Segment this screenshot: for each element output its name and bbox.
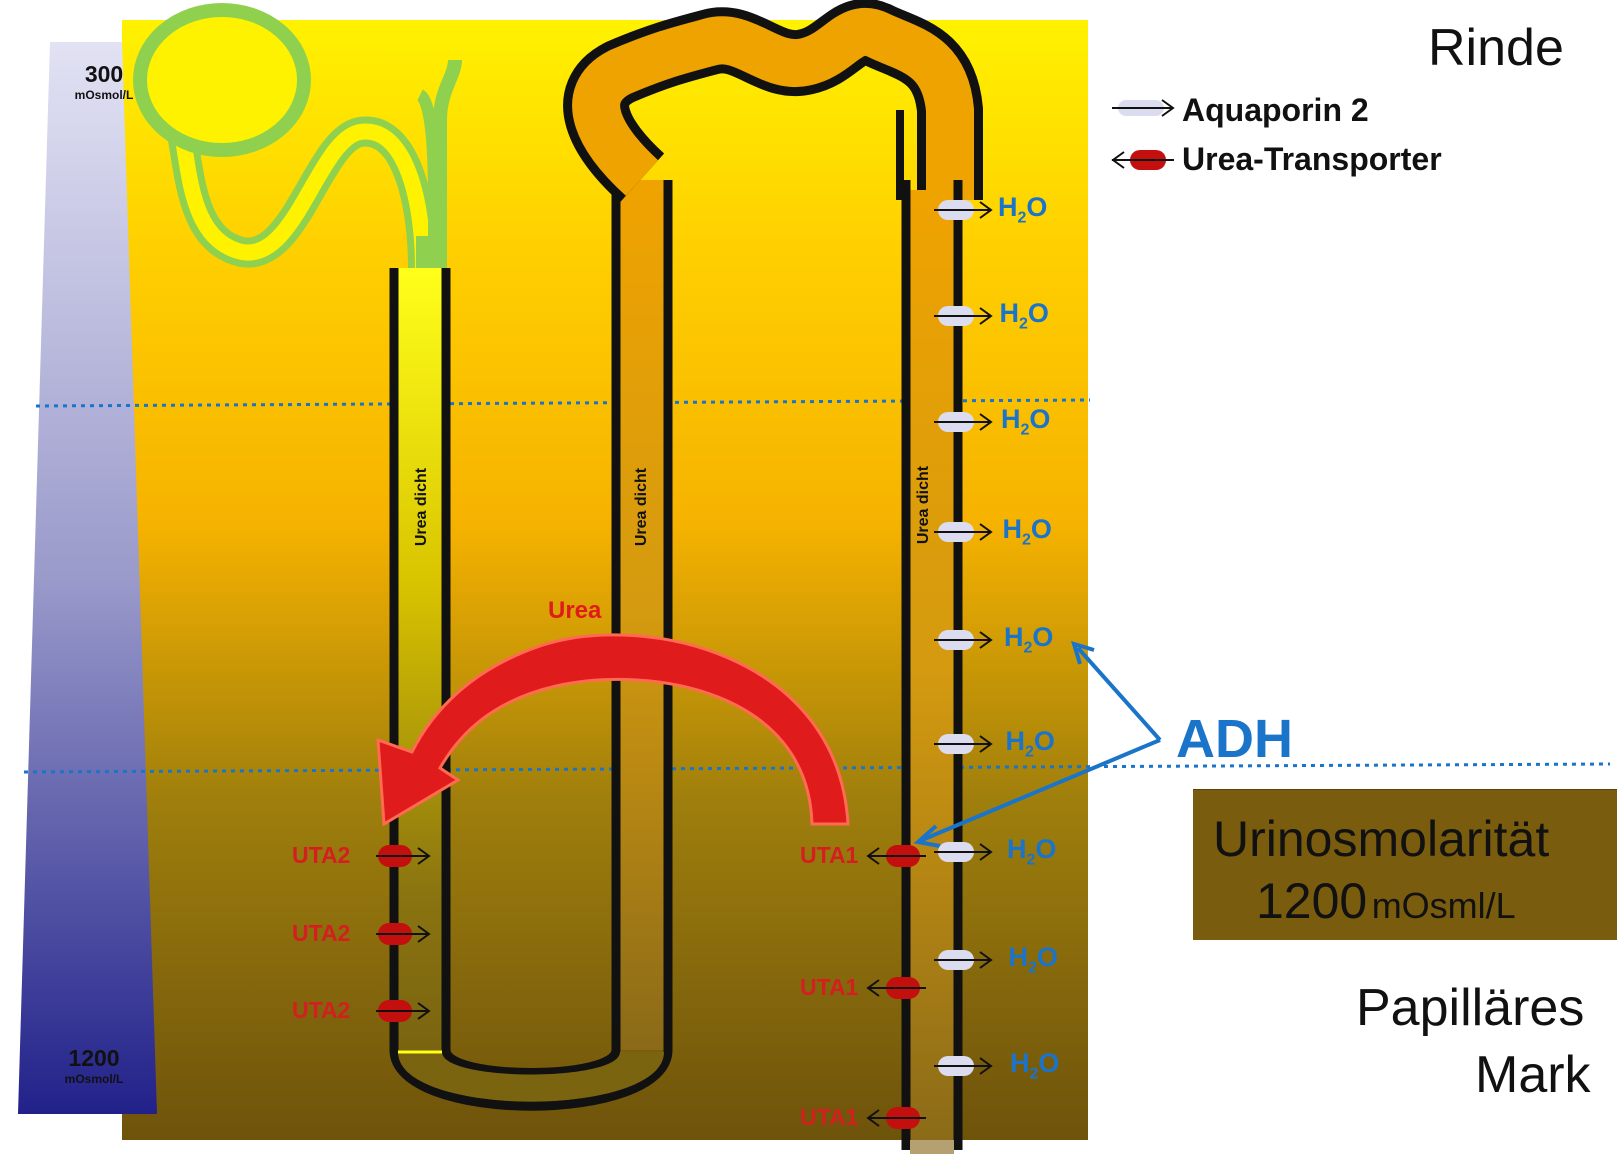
uta2-label: UTA2 [292,842,351,868]
urine-osmolarity-value: 1200 mOsml/L [1256,872,1516,930]
uta1-label: UTA1 [800,974,859,1000]
uta1-transporter [866,845,926,867]
loop-bend [389,1048,673,1111]
aquaporin-channel [934,522,993,542]
uta2-label: UTA2 [292,997,351,1023]
papilla-label-line2: Mark [1475,1046,1591,1104]
scale-top-label: 300 mOsmol/L [54,61,154,102]
urea-transporters [376,845,926,1129]
uta1-transporter [866,1107,926,1129]
scale-bottom-unit: mOsmol/L [64,1072,124,1086]
uta1-label: UTA1 [800,842,859,868]
uta2-transporter [376,845,431,867]
adh-label: ADH [1176,709,1293,769]
aquaporin-channel [934,1056,993,1076]
uta2-transporter [376,923,431,945]
uta1-label: UTA1 [800,1104,859,1130]
collecting-duct [901,180,963,1154]
h2o-label: H2O [998,192,1048,227]
uta1-transporter [866,977,926,999]
h2o-label: H2O [1004,622,1054,657]
aquaporin-channel [934,412,993,432]
adh-arrows [913,641,1162,848]
h2o-label: H2O [1005,726,1055,761]
h2o-label: H2O [1007,834,1057,869]
urea-tight-ascending: Urea dicht [633,467,650,547]
ascending-limb [611,180,673,1050]
h2o-label: H2O [1010,1048,1060,1083]
descending-limb [389,268,451,1050]
scale-top-unit: mOsmol/L [74,88,134,102]
legend-aquaporin-glyph [1112,99,1175,117]
aquaporin-channel [934,630,993,650]
urine-osmolarity-number: 1200 [1256,873,1368,929]
aquaporin-channels [934,200,993,1076]
osmolarity-scale-wedge [18,42,157,1114]
aquaporin-channel [934,200,993,220]
h2o-label: H2O [1001,404,1051,439]
h2o-label: H2O [999,298,1049,333]
uta2-transporter [376,1000,431,1022]
legend-aquaporin-label: Aquaporin 2 [1182,92,1369,128]
urea-tight-collecting: Urea dicht [915,465,932,545]
h2o-label: H2O [1002,514,1052,549]
cortex-label: Rinde [1428,19,1564,77]
legend-urea-transporter-label: Urea-Transporter [1182,141,1442,177]
aquaporin-channel [934,842,993,862]
urine-osmolarity-box: Urinosmolarität 1200 mOsml/L [1193,789,1617,940]
glomerulus-proximal-tubule [133,3,462,283]
scale-bottom-label: 1200 mOsmol/L [44,1045,144,1086]
urine-osmolarity-unit: mOsml/L [1371,885,1516,926]
urea-tight-descending: Urea dicht [413,467,430,547]
urine-osmolarity-title: Urinosmolarität [1213,811,1550,867]
scale-top-value: 300 [84,61,124,87]
aquaporin-channel [934,306,993,326]
h2o-label: H2O [1008,942,1058,977]
aquaporin-channel [934,734,993,754]
papilla-label-line1: Papilläres [1356,979,1585,1037]
distal-convoluted-tubule [563,0,983,203]
aquaporin-channel [934,950,993,970]
scale-bottom-value: 1200 [68,1045,120,1071]
urea-arrow-label: Urea [548,597,602,624]
uta2-label: UTA2 [292,920,351,946]
urea-recycling-arrow [376,633,850,827]
legend-urea-transporter-glyph [1111,150,1174,170]
